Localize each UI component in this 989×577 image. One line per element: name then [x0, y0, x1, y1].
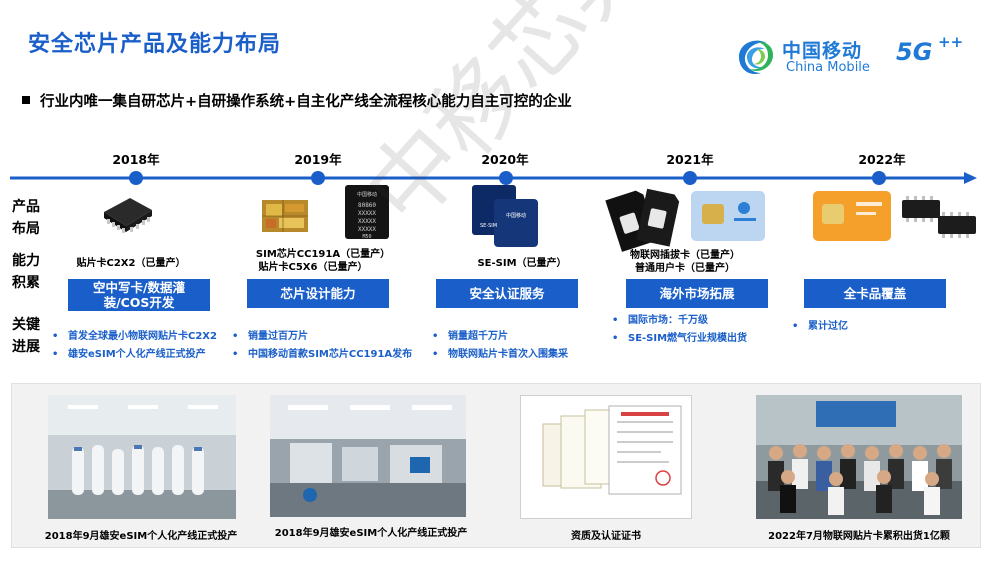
list-item: • SE-SIM燃气行业规模出货 — [612, 330, 802, 348]
capability-box-2021: 海外市场拓展 — [626, 279, 768, 308]
china-mobile-logo-icon — [739, 40, 773, 75]
progress-text: 销量过百万片 — [248, 331, 308, 342]
product-label-2018: 贴片卡C2X2（已量产） — [76, 258, 186, 269]
progress-list-2021: • 国际市场：千万级 • SE-SIM燃气行业规模出货 — [612, 312, 802, 348]
capability-box-2019: 芯片设计能力 — [247, 279, 389, 308]
progress-list-2022: • 累计过亿 — [792, 318, 942, 336]
photo-panel: 2018年9月雄安eSIM个人化产线正式投产 2018年9月雄安eSIM个人化产… — [11, 383, 981, 548]
capability-text-2019: 芯片设计能力 — [280, 286, 356, 301]
bullet-dot-icon: • — [432, 331, 439, 342]
list-item: • 中国移动首款SIM芯片CC191A发布 — [232, 346, 432, 364]
capability-text-2021: 海外市场拓展 — [659, 286, 735, 301]
progress-list-2018: • 首发全球最小物联网贴片卡C2X2 • 雄安eSIM个人化产线正式投产 — [52, 328, 242, 364]
timeline-arrow-icon — [964, 172, 977, 184]
list-item: • 销量超千万片 — [432, 328, 622, 346]
logo-5g-text: 5G — [896, 38, 933, 66]
timeline-node-2019 — [311, 171, 325, 185]
photo-team — [756, 395, 962, 519]
capability-text-2018: 空中写卡/数据灌装/COS开发 — [92, 280, 186, 310]
product-label-2020: SE-SIM（已量产） — [477, 258, 567, 269]
list-item: • 累计过亿 — [792, 318, 942, 336]
progress-text: 中国移动首款SIM芯片CC191A发布 — [248, 349, 413, 360]
certificates-icon — [542, 405, 682, 495]
photo-certificates — [520, 395, 692, 519]
chip-package-icon: 中国移动 80860 XXXXX XXXXX XXXXX M50 — [345, 185, 389, 240]
progress-text: 雄安eSIM个人化产线正式投产 — [68, 349, 206, 360]
capability-box-2018: 空中写卡/数据灌装/COS开发 — [68, 279, 210, 311]
progress-text: 首发全球最小物联网贴片卡C2X2 — [68, 331, 217, 342]
timeline-node-2020 — [499, 171, 513, 185]
se-sim-icon: 中国移动 SE-SIM — [472, 185, 538, 247]
bullet-dot-icon: • — [612, 333, 619, 344]
chip-package-icon — [104, 198, 152, 233]
svg-text:SE-SIM: SE-SIM — [480, 223, 497, 229]
row-label-capability: 能力积累 — [12, 253, 40, 291]
year-2022: 2022年 — [858, 152, 906, 167]
progress-text: 累计过亿 — [808, 321, 848, 332]
svg-text:80860: 80860 — [358, 202, 376, 209]
chip-package-icon — [902, 196, 976, 238]
svg-text:XXXXX: XXXXX — [358, 210, 376, 217]
product-label-2021-a: 物联网插拔卡（已量产） — [630, 250, 740, 261]
logo-cn-text: 中国移动 — [782, 40, 863, 62]
timeline-node-2018 — [129, 171, 143, 185]
timeline-node-2021 — [683, 171, 697, 185]
photo-production-line — [270, 395, 466, 517]
progress-list-2020: • 销量超千万片 • 物联网贴片卡首次入围集采 — [432, 328, 622, 364]
bullet-dot-icon: • — [52, 349, 59, 360]
progress-text: 物联网贴片卡首次入围集采 — [448, 349, 568, 360]
product-label-2021-b: 普通用户卡（已量产） — [635, 263, 735, 274]
progress-list-2019: • 销量过百万片 • 中国移动首款SIM芯片CC191A发布 — [232, 328, 432, 364]
subtitle: 行业内唯一集自研芯片+自研操作系统+自主化产线全流程核心能力自主可控的企业 — [22, 90, 572, 111]
chip-die-icon — [262, 200, 308, 232]
photo-caption-2: 2018年9月雄安eSIM个人化产线正式投产 — [274, 528, 468, 539]
sim-card-icon — [605, 188, 680, 252]
photo-caption-1: 2018年9月雄安eSIM个人化产线正式投产 — [44, 531, 238, 542]
capability-text-2020: 安全认证服务 — [469, 286, 545, 301]
progress-text: 国际市场：千万级 — [628, 315, 708, 326]
svg-text:中国移动: 中国移动 — [506, 212, 526, 219]
list-item: • 国际市场：千万级 — [612, 312, 802, 330]
bullet-dot-icon: • — [232, 349, 239, 360]
bullet-dot-icon: • — [52, 331, 59, 342]
photo-cleanroom — [48, 395, 236, 519]
page-title: 安全芯片产品及能力布局 — [28, 32, 282, 57]
capability-box-2022: 全卡品覆盖 — [804, 279, 946, 308]
svg-text:XXXXX: XXXXX — [358, 218, 376, 225]
year-2018: 2018年 — [112, 152, 160, 167]
product-label-2019-a: SIM芯片CC191A（已量产） — [255, 249, 391, 260]
row-label-progress: 关键进展 — [12, 317, 40, 355]
timeline-axis — [10, 171, 977, 185]
sim-card-icon — [691, 191, 765, 241]
bullet-square-icon — [22, 96, 30, 104]
progress-text: 销量超千万片 — [448, 331, 508, 342]
capability-box-2020: 安全认证服务 — [436, 279, 578, 308]
svg-text:M50: M50 — [362, 234, 371, 240]
row-label-product: 产品布局 — [12, 199, 40, 237]
svg-text:中国移动: 中国移动 — [357, 191, 377, 198]
list-item: • 物联网贴片卡首次入围集采 — [432, 346, 622, 364]
photo-caption-3: 资质及认证证书 — [571, 531, 641, 542]
year-2020: 2020年 — [481, 152, 529, 167]
list-item: • 首发全球最小物联网贴片卡C2X2 — [52, 328, 242, 346]
year-2021: 2021年 — [666, 152, 714, 167]
list-item: • 销量过百万片 — [232, 328, 432, 346]
5g-plus-icon: ++ — [938, 33, 964, 51]
sim-card-icon — [813, 191, 891, 241]
capability-text-2022: 全卡品覆盖 — [843, 286, 907, 301]
product-label-2019-b: 贴片卡C5X6（已量产） — [258, 262, 368, 273]
timeline-node-2022 — [872, 171, 886, 185]
bullet-dot-icon: • — [432, 349, 439, 360]
bullet-dot-icon: • — [792, 321, 799, 332]
bullet-dot-icon: • — [232, 331, 239, 342]
svg-text:XXXXX: XXXXX — [358, 226, 376, 233]
list-item: • 雄安eSIM个人化产线正式投产 — [52, 346, 242, 364]
subtitle-text: 行业内唯一集自研芯片+自研操作系统+自主化产线全流程核心能力自主可控的企业 — [40, 94, 572, 110]
progress-text: SE-SIM燃气行业规模出货 — [628, 333, 748, 344]
bullet-dot-icon: • — [612, 315, 619, 326]
year-2019: 2019年 — [294, 152, 342, 167]
photo-caption-4: 2022年7月物联网贴片卡累积出货1亿颗 — [768, 531, 950, 542]
logo-en-text: China Mobile — [786, 60, 870, 75]
